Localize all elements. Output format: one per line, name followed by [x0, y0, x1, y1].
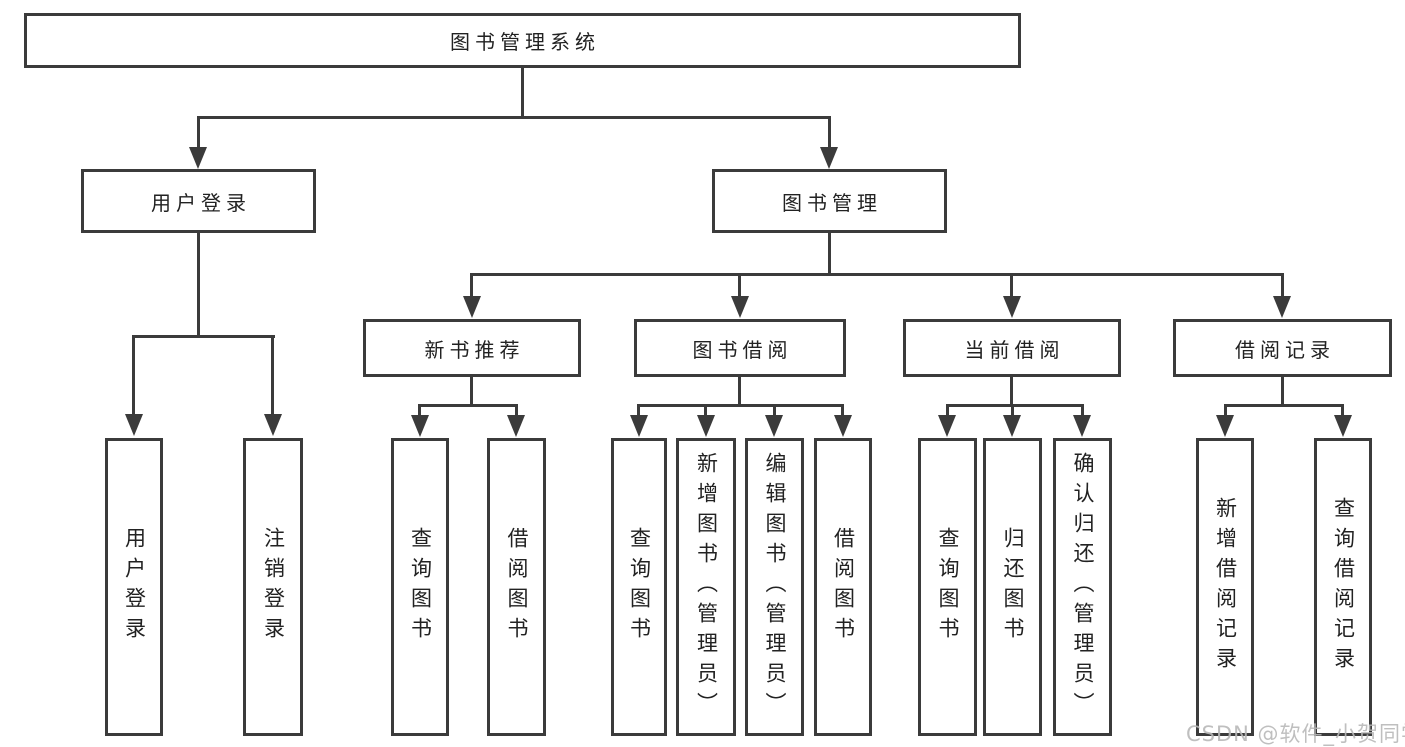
arrow-down-icon: [1003, 296, 1021, 318]
connector-line: [704, 404, 707, 416]
node-root-label: 图书管理系统: [450, 30, 600, 54]
leaf-query-books-1: 查询图书: [391, 438, 449, 736]
connector-line: [197, 116, 831, 119]
node-new-book-recommend: 新书推荐: [363, 319, 581, 377]
connector-line: [1341, 404, 1344, 416]
node-root: 图书管理系统: [24, 13, 1021, 68]
node-user-login: 用户登录: [81, 169, 316, 233]
leaf-query-books-3-label: 查询图书: [936, 527, 961, 647]
leaf-logout: 注销登录: [243, 438, 303, 736]
node-current-borrow-label: 当前借阅: [964, 337, 1065, 362]
arrow-down-icon: [820, 147, 838, 169]
connector-line: [946, 404, 1083, 407]
connector-line: [132, 335, 135, 415]
arrow-down-icon: [1216, 415, 1234, 437]
leaf-query-borrow-record-label: 查询借阅记录: [1331, 497, 1356, 677]
node-book-management: 图书管理: [712, 169, 947, 233]
arrow-down-icon: [125, 414, 143, 436]
connector-line: [1010, 376, 1013, 407]
leaf-edit-book-admin: 编辑图书（管理员）: [745, 438, 804, 736]
node-user-login-label: 用户登录: [151, 190, 251, 215]
arrow-down-icon: [938, 415, 956, 437]
connector-line: [271, 335, 274, 415]
node-borrow-records-label: 借阅记录: [1235, 337, 1335, 362]
connector-line: [470, 273, 1283, 276]
connector-line: [1081, 404, 1084, 416]
leaf-confirm-return-admin-label: 确认归还（管理员）: [1071, 452, 1096, 722]
leaf-confirm-return-admin: 确认归还（管理员）: [1053, 438, 1112, 736]
connector-line: [418, 404, 518, 407]
arrow-down-icon: [765, 415, 783, 437]
leaf-add-borrow-record: 新增借阅记录: [1196, 438, 1254, 736]
leaf-return-book: 归还图书: [983, 438, 1042, 736]
connector-line: [1224, 404, 1344, 407]
connector-line: [637, 404, 640, 416]
node-book-management-label: 图书管理: [782, 190, 882, 215]
leaf-logout-label: 注销登录: [261, 527, 286, 647]
connector-line: [470, 376, 473, 407]
connector-line: [197, 232, 200, 337]
arrow-down-icon: [189, 147, 207, 169]
connector-line: [738, 376, 741, 407]
connector-line: [521, 68, 524, 119]
arrow-down-icon: [463, 296, 481, 318]
leaf-return-book-label: 归还图书: [1001, 527, 1026, 647]
connector-line: [470, 273, 473, 297]
leaf-add-book-admin: 新增图书（管理员）: [676, 438, 736, 736]
leaf-query-books-3: 查询图书: [918, 438, 977, 736]
connector-line: [637, 404, 844, 407]
arrow-down-icon: [264, 414, 282, 436]
leaf-add-borrow-record-label: 新增借阅记录: [1213, 497, 1238, 677]
connector-line: [1224, 404, 1227, 416]
leaf-borrow-books-1-label: 借阅图书: [505, 527, 530, 647]
arrow-down-icon: [1073, 415, 1091, 437]
arrow-down-icon: [731, 296, 749, 318]
connector-line: [1281, 273, 1284, 297]
leaf-query-borrow-record: 查询借阅记录: [1314, 438, 1372, 736]
arrow-down-icon: [834, 415, 852, 437]
leaf-borrow-books-1: 借阅图书: [487, 438, 546, 736]
csdn-watermark: CSDN @软件_小贺同学: [1186, 722, 1405, 746]
connector-line: [132, 335, 275, 338]
arrow-down-icon: [507, 415, 525, 437]
leaf-edit-book-admin-label: 编辑图书（管理员）: [763, 452, 788, 722]
connector-line: [828, 116, 831, 147]
arrow-down-icon: [411, 415, 429, 437]
connector-line: [841, 404, 844, 416]
connector-line: [1011, 404, 1014, 416]
connector-line: [515, 404, 518, 416]
arrow-down-icon: [1273, 296, 1291, 318]
node-current-borrow: 当前借阅: [903, 319, 1121, 377]
node-borrow-records: 借阅记录: [1173, 319, 1392, 377]
leaf-borrow-books-2: 借阅图书: [814, 438, 872, 736]
leaf-query-books-2-label: 查询图书: [627, 527, 652, 647]
arrow-down-icon: [630, 415, 648, 437]
leaf-user-login: 用户登录: [105, 438, 163, 736]
node-book-borrow: 图书借阅: [634, 319, 846, 377]
connector-line: [418, 404, 421, 416]
leaf-query-books-1-label: 查询图书: [408, 527, 433, 647]
connector-line: [946, 404, 949, 416]
connector-line: [828, 232, 831, 276]
leaf-query-books-2: 查询图书: [611, 438, 667, 736]
arrow-down-icon: [1003, 415, 1021, 437]
connector-line: [738, 273, 741, 297]
connector-line: [1281, 376, 1284, 407]
leaf-borrow-books-2-label: 借阅图书: [831, 527, 856, 647]
node-new-book-recommend-label: 新书推荐: [424, 337, 525, 362]
arrow-down-icon: [1334, 415, 1352, 437]
leaf-user-login-label: 用户登录: [122, 527, 147, 647]
connector-line: [197, 116, 200, 147]
leaf-add-book-admin-label: 新增图书（管理员）: [694, 452, 719, 722]
connector-line: [773, 404, 776, 416]
arrow-down-icon: [697, 415, 715, 437]
connector-line: [1010, 273, 1013, 297]
node-book-borrow-label: 图书借阅: [692, 337, 793, 362]
